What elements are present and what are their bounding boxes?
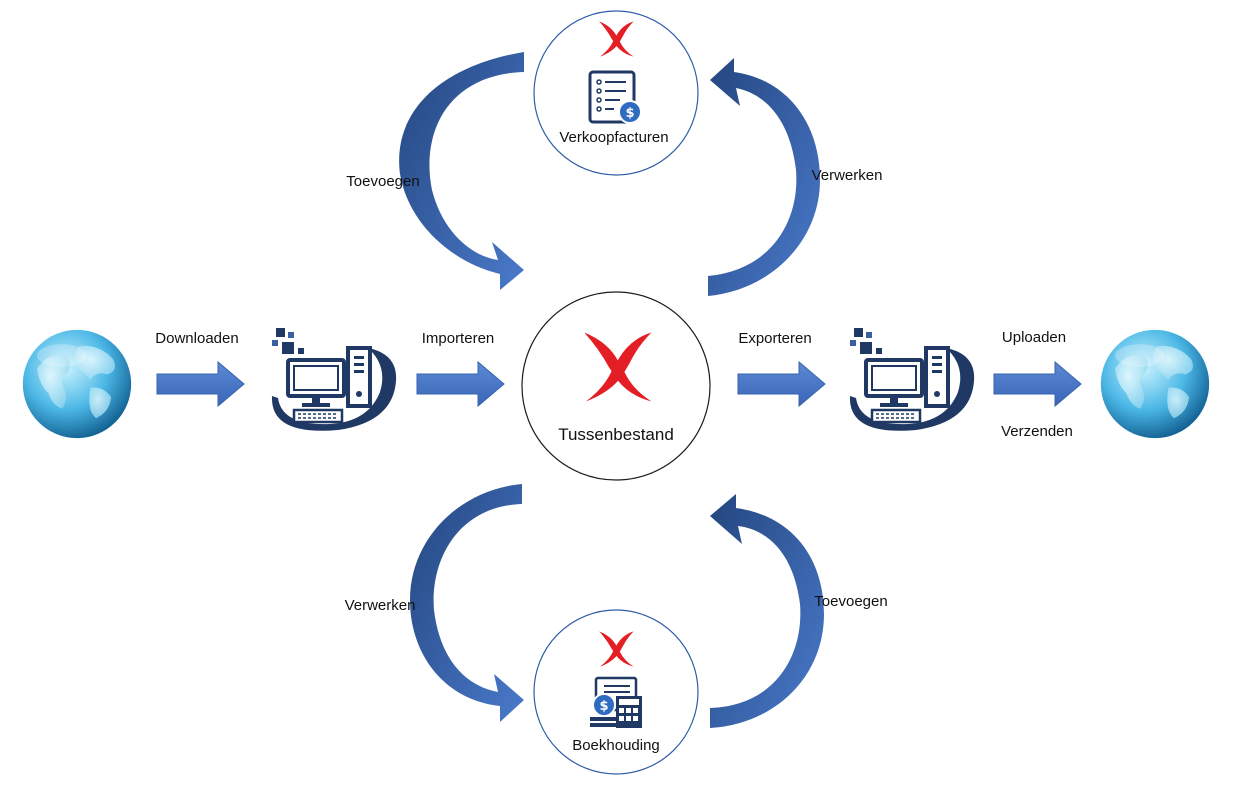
arrow-exporteren bbox=[737, 360, 826, 408]
curved-arrow-top-right bbox=[708, 58, 820, 296]
node-label-top: Verkoopfacturen bbox=[559, 129, 668, 146]
arrow-uploaden bbox=[993, 360, 1082, 408]
invoice-icon: $ bbox=[588, 70, 642, 124]
globe-icon bbox=[1100, 329, 1210, 439]
svg-text:$: $ bbox=[599, 699, 608, 714]
label-top-left: Toevoegen bbox=[346, 173, 419, 190]
label-top-right: Verwerken bbox=[812, 167, 883, 184]
label-bottom-left: Verwerken bbox=[345, 597, 416, 614]
arrow-downloaden bbox=[156, 360, 245, 408]
computer-icon bbox=[847, 326, 976, 433]
arrow-importeren bbox=[416, 360, 505, 408]
curved-arrow-top-left bbox=[399, 52, 524, 290]
curved-arrow-bottom-left bbox=[410, 484, 524, 722]
svg-text:$: $ bbox=[625, 106, 634, 121]
label-importeren: Importeren bbox=[422, 330, 495, 347]
node-label-bottom: Boekhouding bbox=[572, 737, 660, 754]
label-bottom-right: Toevoegen bbox=[814, 593, 887, 610]
node-label-center: Tussenbestand bbox=[558, 425, 674, 444]
curved-arrow-bottom-right bbox=[710, 494, 824, 728]
computer-icon bbox=[269, 326, 398, 433]
accounting-icon: $ bbox=[590, 676, 642, 728]
label-exporteren: Exporteren bbox=[738, 330, 811, 347]
label-uploaden: Uploaden bbox=[1002, 329, 1066, 346]
node-verkoopfacturen: $ Verkoopfacturen bbox=[533, 10, 699, 176]
globe-icon bbox=[22, 329, 132, 439]
label-verzenden: Verzenden bbox=[1001, 423, 1073, 440]
node-boekhouding: $ Boekhouding bbox=[533, 609, 699, 775]
node-tussenbestand: Tussenbestand bbox=[521, 291, 711, 481]
label-downloaden: Downloaden bbox=[155, 330, 238, 347]
